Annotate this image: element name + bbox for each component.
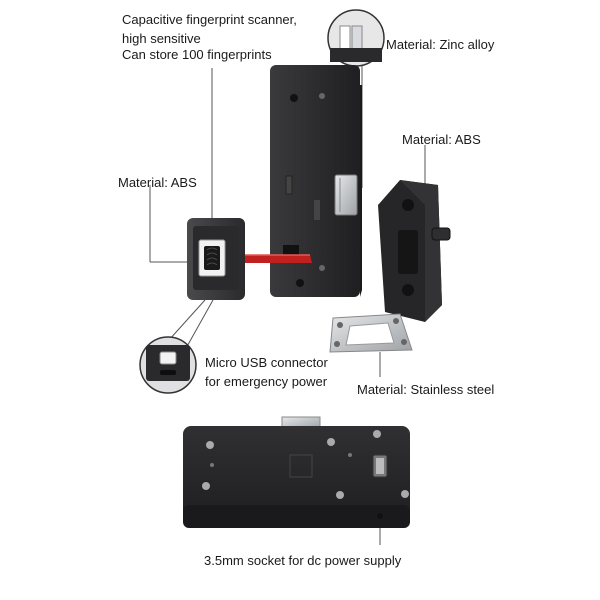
scanner-label-line1: Capacitive fingerprint scanner, xyxy=(122,12,297,27)
scanner-label-line2: high sensitive xyxy=(122,31,201,46)
stainless-label: Material: Stainless steel xyxy=(357,382,495,397)
zinc-label: Material: Zinc alloy xyxy=(386,37,495,52)
usb-zoom-circle xyxy=(139,336,197,394)
abs-right-label: Material: ABS xyxy=(402,132,481,147)
bottom-lock-view xyxy=(183,416,410,528)
fingerprint-scanner-unit xyxy=(187,218,245,300)
usb-label-line1: Micro USB connector xyxy=(205,355,328,370)
main-lock-body xyxy=(270,65,362,297)
strike-plate-abs xyxy=(378,180,451,322)
dc-socket-label: 3.5mm socket for dc power supply xyxy=(204,553,402,568)
usb-label-line2: for emergency power xyxy=(205,374,328,389)
red-cable xyxy=(236,255,312,263)
usb-pointer-b xyxy=(184,299,214,351)
scanner-label-line3: Can store 100 fingerprints xyxy=(122,47,272,62)
zinc-zoom-circle xyxy=(327,9,385,67)
pointer-lines xyxy=(149,64,426,545)
stainless-bracket xyxy=(329,313,413,353)
abs-left-label: Material: ABS xyxy=(118,175,197,190)
dc-socket xyxy=(377,513,383,519)
